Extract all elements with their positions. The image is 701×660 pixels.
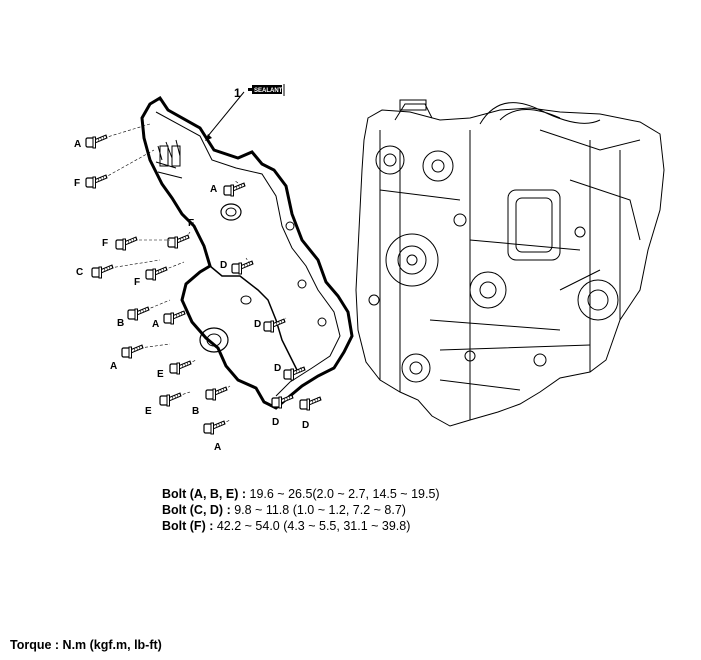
timing-cover-exploded-diagram: 1 SEALANT A F A F F C F D B A D A E D E … bbox=[74, 84, 665, 453]
bolt-label: A bbox=[152, 319, 159, 330]
bolt-label: B bbox=[117, 318, 124, 329]
bolt-icon bbox=[299, 396, 322, 411]
bolt-label: D bbox=[272, 417, 279, 428]
bolt-icon bbox=[263, 317, 287, 333]
svg-text:SEALANT: SEALANT bbox=[254, 88, 283, 94]
bolt-icon bbox=[163, 310, 186, 325]
bolt-icon bbox=[85, 149, 155, 189]
spec-label: Bolt (F) : bbox=[162, 519, 214, 533]
bolt-label: D bbox=[254, 319, 261, 330]
bolt-icon bbox=[169, 359, 197, 375]
bolt-icon bbox=[283, 365, 306, 381]
callout-number: 1 bbox=[234, 86, 241, 100]
torque-unit-note: Torque : N.m (kgf.m, lb-ft) bbox=[10, 638, 162, 652]
bolt-icon bbox=[205, 385, 231, 401]
bolt-icon bbox=[91, 259, 161, 279]
bolt-label: A bbox=[210, 184, 217, 195]
spec-value: 42.2 ~ 54.0 (4.3 ~ 5.5, 31.1 ~ 39.8) bbox=[213, 519, 411, 533]
bolt-icon bbox=[115, 236, 170, 251]
bolt-label: F bbox=[188, 218, 194, 229]
bolt-label: A bbox=[214, 442, 221, 453]
timing-cover bbox=[140, 95, 354, 410]
bolt-label: F bbox=[134, 277, 140, 288]
sealant-icon: SEALANT bbox=[248, 84, 285, 96]
bolt-label: A bbox=[110, 361, 117, 372]
bolt-label: F bbox=[102, 238, 108, 249]
bolt-label: D bbox=[274, 363, 281, 374]
bolt-label: A bbox=[74, 139, 81, 150]
torque-spec-cd: Bolt (C, D) : 9.8 ~ 11.8 (1.0 ~ 1.2, 7.2… bbox=[162, 502, 406, 518]
bolt-icon bbox=[271, 393, 294, 409]
torque-spec-f: Bolt (F) : 42.2 ~ 54.0 (4.3 ~ 5.5, 31.1 … bbox=[162, 518, 410, 534]
bolt-icon bbox=[85, 123, 151, 149]
spec-value: 9.8 ~ 11.8 (1.0 ~ 1.2, 7.2 ~ 8.7) bbox=[230, 503, 406, 517]
bolt-icon bbox=[223, 179, 246, 197]
bolt-icon bbox=[231, 257, 254, 275]
bolt-label: D bbox=[220, 260, 227, 271]
torque-spec-abe: Bolt (A, B, E) : 19.6 ~ 26.5(2.0 ~ 2.7, … bbox=[162, 486, 440, 502]
spec-label: Bolt (A, B, E) : bbox=[162, 487, 247, 501]
spec-label: Bolt (C, D) : bbox=[162, 503, 231, 517]
bolt-label: D bbox=[302, 420, 309, 431]
callout-1: 1 SEALANT bbox=[205, 84, 285, 141]
bolt-icon bbox=[127, 299, 171, 321]
bolt-icon bbox=[167, 231, 191, 249]
bolt-label: B bbox=[192, 406, 199, 417]
bolt-label: E bbox=[145, 406, 152, 417]
engine-block bbox=[355, 99, 665, 427]
spec-value: 19.6 ~ 26.5(2.0 ~ 2.7, 14.5 ~ 19.5) bbox=[246, 487, 440, 501]
bolt-label: E bbox=[157, 369, 164, 380]
bolt-label: C bbox=[76, 267, 83, 278]
bolt-label: F bbox=[74, 178, 80, 189]
bolt-icon bbox=[159, 391, 191, 407]
bolt-icon bbox=[203, 419, 231, 435]
bolt-icon bbox=[121, 343, 171, 359]
bolt-icon bbox=[145, 261, 185, 281]
bolt-label-group: A F A F F C F D B A D A E D E B D D A bbox=[74, 139, 309, 453]
bolt-group bbox=[85, 123, 322, 435]
